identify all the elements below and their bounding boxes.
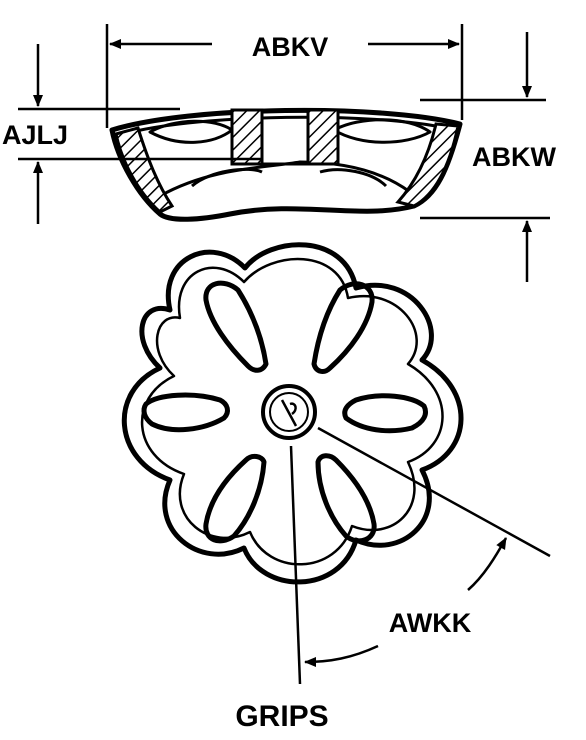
hatch-hub-left — [230, 108, 264, 166]
reference-line-vertical — [289, 445, 302, 685]
dimension-abkw — [420, 32, 550, 282]
spoke-opening-right — [342, 393, 428, 434]
section-petal-lower-right — [319, 168, 388, 188]
hub-bore — [260, 110, 310, 166]
spoke-opening-left — [141, 392, 230, 433]
label-grips: GRIPS — [235, 700, 328, 733]
section-petal-lower-left — [191, 167, 263, 188]
handwheel-inner-outline — [140, 257, 444, 566]
label-awkk: AWKK — [389, 608, 472, 638]
spoke-opening-lower-right — [315, 453, 377, 544]
label-abkw: ABKW — [472, 142, 556, 172]
plan-view — [121, 242, 464, 585]
angle-arc-lower — [304, 644, 379, 667]
spoke-opening-lower-left — [203, 453, 267, 544]
dimension-ajlj — [18, 44, 262, 224]
hatch-hub-right — [306, 108, 340, 166]
spoke-opening-upper-right — [311, 281, 375, 374]
hub-inner-circle — [269, 392, 309, 432]
label-abkv: ABKV — [252, 32, 329, 62]
hatch-rim-right — [395, 122, 460, 208]
hub-outer-circle — [261, 384, 317, 440]
label-ajlj: AJLJ — [2, 120, 68, 150]
section-petal-left — [148, 119, 234, 144]
section-hatching — [114, 108, 460, 214]
angle-reference-lines — [289, 426, 551, 685]
angle-arc-upper — [467, 537, 508, 591]
hatch-rim-left — [114, 126, 175, 214]
reference-line-radial — [317, 426, 551, 558]
handwheel-outline — [121, 242, 464, 585]
section-petal-right — [332, 118, 432, 144]
hub-center-mark — [280, 399, 298, 427]
spoke-opening-upper-left — [203, 280, 269, 373]
angle-dimension-awkk — [304, 537, 508, 667]
dish-lower-curve — [159, 160, 411, 198]
dimension-abkv — [105, 24, 464, 128]
